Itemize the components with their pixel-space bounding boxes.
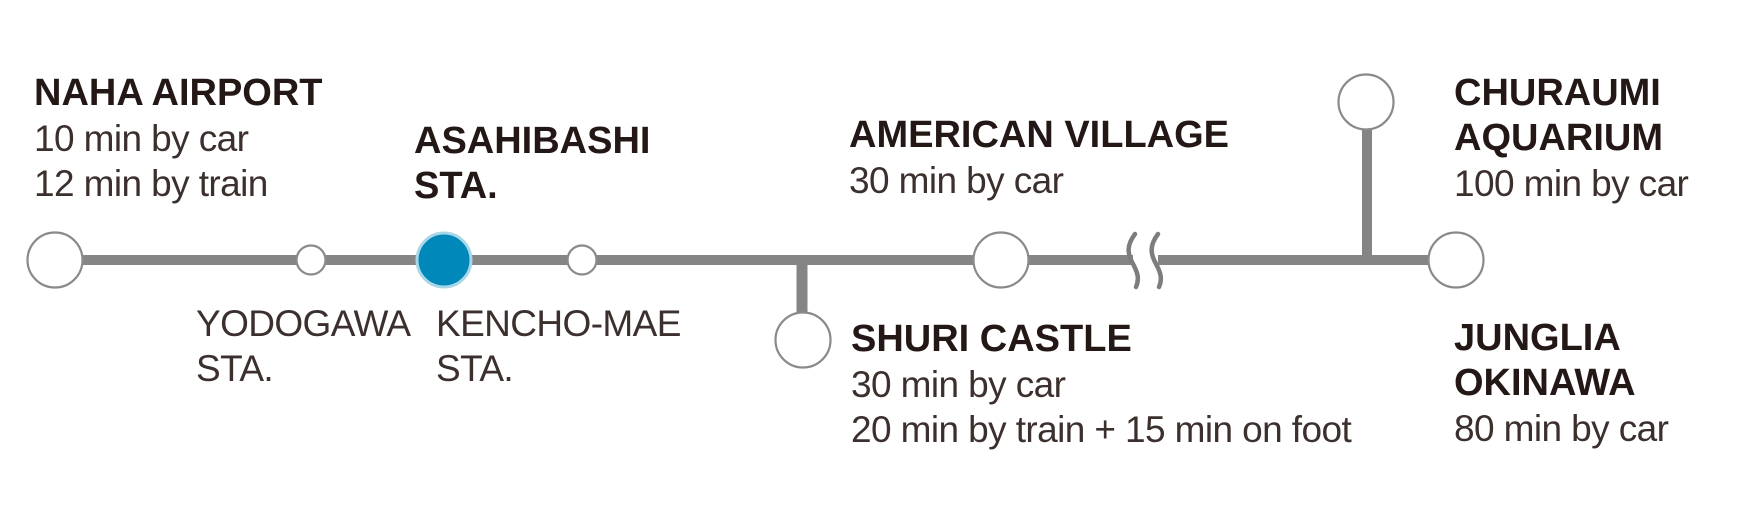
station-name-suffix: STA. [196, 348, 274, 389]
station-label-american-village: AMERICAN VILLAGE 30 min by car [849, 113, 1229, 203]
station-label-junglia-okinawa: JUNGLIA OKINAWA 80 min by car [1454, 316, 1669, 451]
station-label-shuri-castle: SHURI CASTLE 30 min by car 20 min by tra… [851, 317, 1352, 452]
station-name: SHURI CASTLE [851, 318, 1132, 360]
station-name: AMERICAN VILLAGE [849, 114, 1229, 156]
station-label-naha-airport: NAHA AIRPORT 10 min by car 12 min by tra… [34, 71, 323, 206]
station-label-yodogawa: YODOGAWA STA. [196, 301, 411, 391]
station-name-suffix: STA. [436, 348, 514, 389]
break-wave-left [1126, 231, 1141, 290]
station-node-american-village [972, 231, 1030, 289]
station-name-line-2: AQUARIUM [1454, 117, 1663, 159]
station-label-kencho-mae: KENCHO-MAE STA. [436, 301, 681, 391]
travel-time: 30 min by car [851, 364, 1066, 405]
station-name: ASAHIBASHI [414, 120, 651, 162]
station-name: NAHA AIRPORT [34, 72, 323, 114]
travel-time: 30 min by car [849, 160, 1064, 201]
station-node-shuri-castle [774, 311, 832, 369]
station-node-junglia-okinawa [1427, 231, 1485, 289]
station-node-kencho-mae [566, 244, 598, 276]
travel-time: 100 min by car [1454, 163, 1689, 204]
station-node-churaumi-aquarium [1337, 73, 1395, 131]
travel-time: 20 min by train + 15 min on foot [851, 409, 1352, 450]
station-name: JUNGLIA [1454, 317, 1621, 359]
station-name: CHURAUMI [1454, 72, 1661, 114]
station-name: YODOGAWA [196, 303, 411, 344]
station-node-yodogawa [295, 244, 327, 276]
station-name-line-2: OKINAWA [1454, 362, 1636, 404]
break-wave-right [1149, 231, 1164, 290]
travel-time: 10 min by car [34, 118, 249, 159]
station-node-asahibashi-current [415, 231, 473, 289]
travel-time: 12 min by train [34, 163, 268, 204]
station-node-naha-airport [26, 231, 84, 289]
station-label-churaumi-aquarium: CHURAUMI AQUARIUM 100 min by car [1454, 71, 1689, 206]
station-name: KENCHO-MAE [436, 303, 681, 344]
station-name-suffix: STA. [414, 165, 498, 207]
station-label-asahibashi: ASAHIBASHI STA. [414, 119, 650, 209]
distance-break-icon [1126, 231, 1164, 290]
travel-time: 80 min by car [1454, 408, 1669, 449]
